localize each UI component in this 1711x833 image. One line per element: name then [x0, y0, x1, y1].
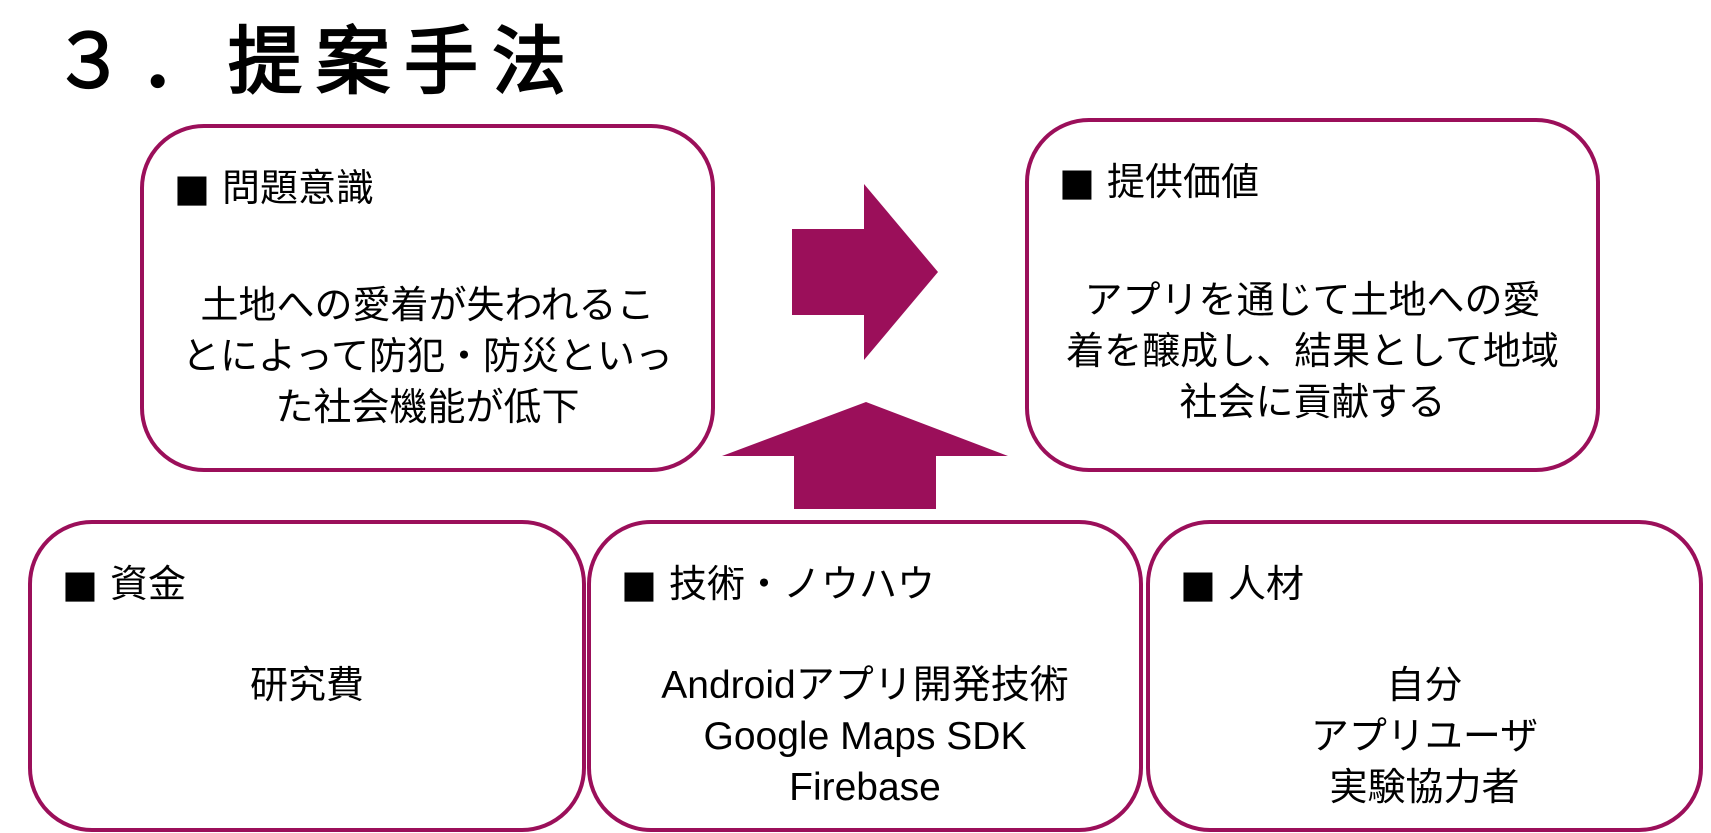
problem-line: 土地への愛着が失われるこ: [200, 283, 655, 327]
value-heading: ■ 提供価値: [1059, 160, 1259, 204]
right-arrow: [792, 184, 938, 360]
problem-box: ■ 問題意識 土地への愛着が失われるこ とによって防犯・防災といっ た社会機能が…: [140, 124, 715, 472]
people-text: 自分 アプリユーザ 実験協力者: [1166, 660, 1683, 813]
funds-text: 研究費: [48, 660, 566, 711]
people-box: ■ 人材 自分 アプリユーザ 実験協力者: [1146, 520, 1703, 832]
value-line: 社会に貢献する: [1179, 380, 1446, 424]
value-line: アプリを通じて土地への愛: [1084, 278, 1541, 322]
funds-line: 研究費: [249, 663, 364, 707]
funds-heading: ■ 資金: [62, 562, 186, 606]
funds-box: ■ 資金 研究費: [28, 520, 586, 832]
people-heading: ■ 人材: [1180, 562, 1304, 606]
value-box: ■ 提供価値 アプリを通じて土地への愛 着を醸成し、結果として地域 社会に貢献す…: [1025, 118, 1600, 472]
tech-box: ■ 技術・ノウハウ Androidアプリ開発技術 Google Maps SDK…: [587, 520, 1143, 832]
tech-line: Androidアプリ開発技術: [661, 664, 1069, 707]
people-line: 自分: [1386, 663, 1463, 707]
up-arrow: [722, 402, 1008, 509]
problem-line: とによって防犯・防災といっ: [182, 334, 673, 378]
value-text: アプリを通じて土地への愛 着を醸成し、結果として地域 社会に貢献する: [1045, 275, 1580, 428]
tech-line: Google Maps SDK: [703, 715, 1027, 758]
value-line: 着を醸成し、結果として地域: [1066, 329, 1559, 373]
tech-heading: ■ 技術・ノウハウ: [621, 562, 935, 606]
people-line: アプリユーザ: [1310, 714, 1539, 758]
slide-title: ３．提案手法: [52, 19, 580, 105]
people-line: 実験協力者: [1329, 765, 1520, 809]
problem-heading: ■ 問題意識: [174, 166, 374, 210]
problem-line: た社会機能が低下: [275, 385, 580, 429]
problem-text: 土地への愛着が失われるこ とによって防犯・防災といっ た社会機能が低下: [160, 280, 695, 433]
tech-line: Firebase: [789, 766, 941, 809]
tech-text: Androidアプリ開発技術 Google Maps SDK Firebase: [607, 660, 1123, 813]
